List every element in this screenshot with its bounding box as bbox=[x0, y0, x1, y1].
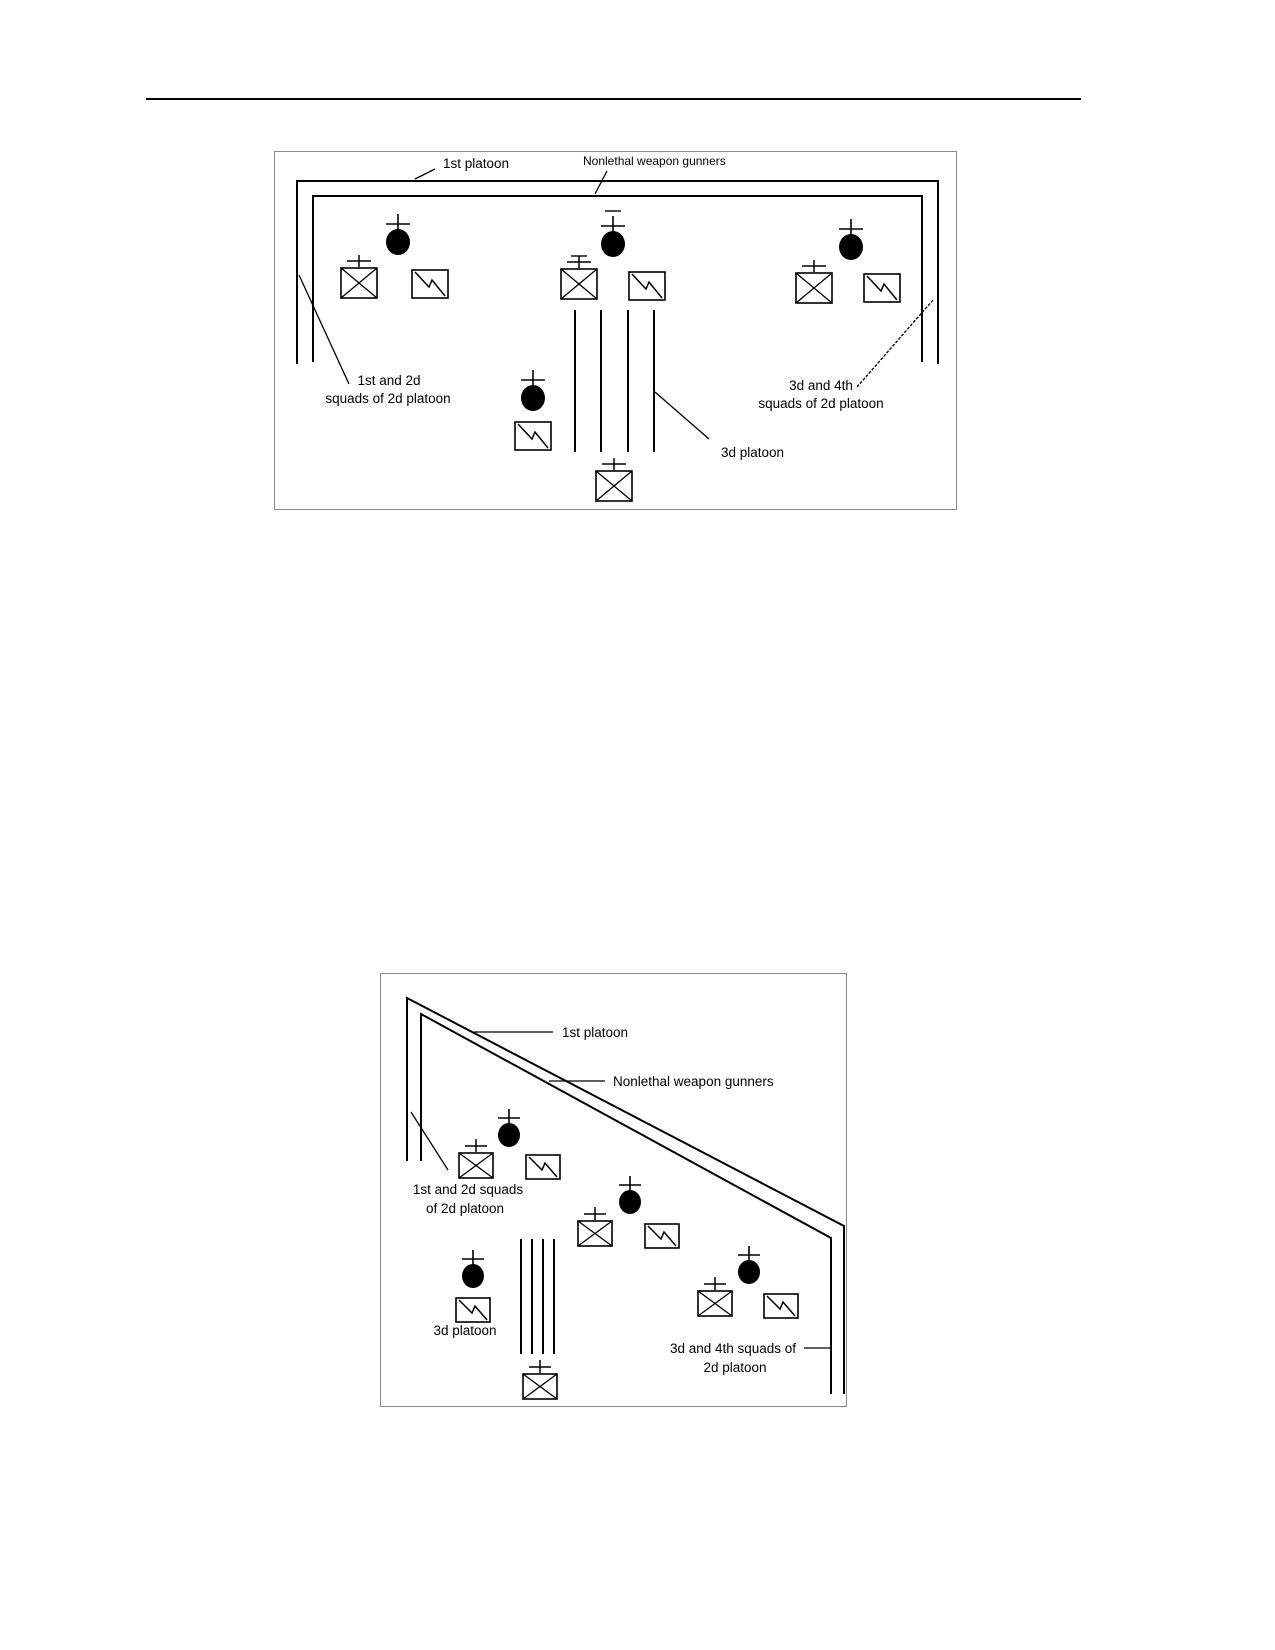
signal-unit-symbol bbox=[514, 421, 552, 451]
label-squads-3-4-line1: 3d and 4th squads of bbox=[670, 1341, 796, 1356]
label-pointer bbox=[414, 168, 436, 180]
signal-unit-symbol bbox=[628, 271, 666, 301]
label-first-platoon: 1st platoon bbox=[562, 1025, 628, 1040]
label-pointer bbox=[298, 274, 350, 385]
label-pointer bbox=[594, 170, 608, 195]
diagram-line-formation: 1st platoon Nonlethal weapon gunners 1st… bbox=[274, 151, 957, 510]
label-pointer bbox=[856, 299, 934, 388]
unit-symbol bbox=[560, 255, 598, 300]
nonlethal-gunners-line bbox=[312, 195, 923, 362]
signal-unit-symbol bbox=[763, 1293, 799, 1319]
unit-symbol bbox=[795, 259, 833, 304]
leader-symbol bbox=[385, 213, 411, 256]
label-squads-1-2-line1: 1st and 2d squads bbox=[413, 1182, 524, 1197]
label-squads-3-4-line2: 2d platoon bbox=[703, 1360, 766, 1375]
label-squads-1-2-line1: 1st and 2d bbox=[357, 373, 420, 388]
header-rule bbox=[146, 98, 1081, 100]
label-nonlethal-gunners: Nonlethal weapon gunners bbox=[613, 1074, 774, 1089]
first-platoon-line bbox=[296, 180, 939, 364]
label-squads-3-4-line1: 3d and 4th bbox=[789, 378, 853, 393]
diagram-echelon-formation-canvas: 1st platoon Nonlethal weapon gunners 1st… bbox=[406, 996, 845, 1400]
leader-symbol bbox=[520, 369, 546, 412]
unit-symbol bbox=[458, 1138, 494, 1179]
unit-symbol bbox=[340, 254, 378, 299]
leader-symbol bbox=[461, 1249, 485, 1289]
unit-symbol bbox=[595, 457, 633, 502]
label-pointer bbox=[410, 1111, 449, 1171]
unit-symbol bbox=[697, 1276, 733, 1317]
label-first-platoon: 1st platoon bbox=[443, 156, 509, 171]
label-pointer bbox=[654, 391, 710, 440]
leader-symbol bbox=[618, 1175, 642, 1215]
third-platoon-column bbox=[574, 310, 655, 452]
label-nonlethal-gunners: Nonlethal weapon gunners bbox=[583, 154, 726, 168]
third-platoon-column bbox=[520, 1239, 555, 1354]
leader-symbol bbox=[737, 1245, 761, 1285]
leader-symbol bbox=[600, 215, 626, 258]
signal-unit-symbol bbox=[644, 1223, 680, 1249]
diagram-line-formation-canvas: 1st platoon Nonlethal weapon gunners 1st… bbox=[296, 154, 939, 502]
leader-symbol bbox=[497, 1108, 521, 1148]
signal-unit-symbol bbox=[455, 1297, 491, 1323]
label-squads-1-2-line2: of 2d platoon bbox=[426, 1201, 504, 1216]
signal-unit-symbol bbox=[525, 1154, 561, 1180]
nonlethal-gunners-line bbox=[420, 1012, 832, 1394]
unit-symbol bbox=[577, 1206, 613, 1247]
first-platoon-line bbox=[406, 996, 845, 1394]
label-squads-1-2-line2: squads of 2d platoon bbox=[325, 391, 450, 406]
unit-symbol bbox=[522, 1359, 558, 1400]
diagram-echelon-formation: 1st platoon Nonlethal weapon gunners 1st… bbox=[380, 973, 847, 1407]
signal-unit-symbol bbox=[411, 269, 449, 299]
label-third-platoon: 3d platoon bbox=[433, 1323, 496, 1338]
label-squads-3-4-line2: squads of 2d platoon bbox=[758, 396, 883, 411]
label-third-platoon: 3d platoon bbox=[721, 445, 784, 460]
signal-unit-symbol bbox=[863, 273, 901, 303]
leader-symbol bbox=[838, 218, 864, 261]
